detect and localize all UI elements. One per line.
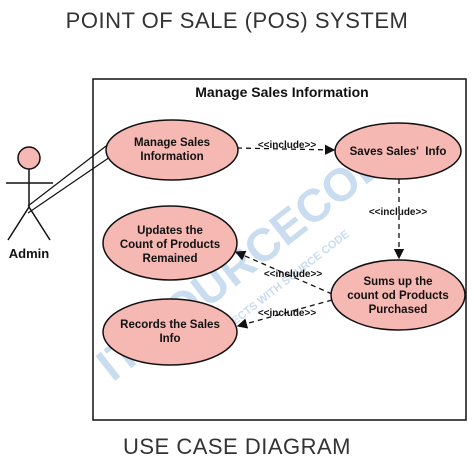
use-case-label-line: Remained [143,253,198,265]
use-case-sums-up[interactable]: Sums up the count od Products Purchased [330,259,466,331]
use-case-label-line: Records the Sales [120,319,220,331]
include-label: <<include>> [258,308,317,319]
use-case-updates-count[interactable]: Updates the Count of Products Remained [102,205,238,281]
association-line [27,156,111,214]
use-case-manage-sales[interactable]: Manage Sales Information [105,119,239,181]
use-case-records-sales[interactable]: Records the Sales Info [102,298,238,366]
system-boundary [92,78,467,421]
system-boundary-label: Manage Sales Information [195,84,368,100]
page-title: POINT OF SALE (POS) SYSTEM [65,8,409,33]
page-footer: USE CASE DIAGRAM [122,434,352,459]
use-case-saves-sales-info[interactable]: Saves Sales' Info [334,122,462,180]
use-case-label-line: Manage Sales [134,137,210,149]
use-case-label-line: Saves Sales' Info [350,146,447,158]
use-case-label-line: Updates the [137,225,203,237]
include-label: <<include>> [264,269,323,280]
include-arrow [236,299,333,329]
use-case-label-line: Info [159,333,180,345]
include-label: <<include>> [258,140,317,151]
actor-label: Admin [9,246,50,261]
use-case-label-line: count od Products [347,290,449,302]
use-case-label-line: Sums up the [363,276,432,288]
include-label: <<include>> [369,207,428,218]
actor-head-icon [17,146,41,170]
use-case-label-line: Purchased [369,304,428,316]
association-line [27,142,111,207]
use-case-label-line: Information [140,151,203,163]
include-arrow [236,144,336,156]
use-case-label-line: Count of Products [120,239,220,251]
actor-admin[interactable]: Admin [6,146,53,261]
